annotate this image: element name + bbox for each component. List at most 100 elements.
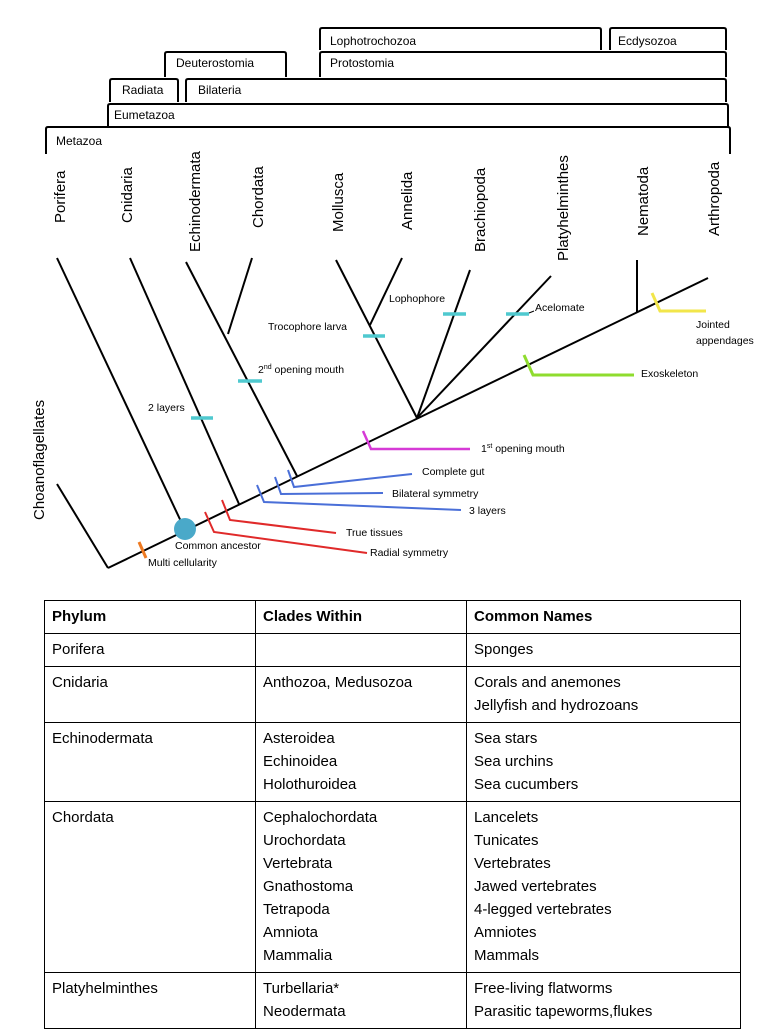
cladogram: Lophotrochozoa Ecdysozoa Deuterostomia P… — [31, 27, 754, 569]
cell-common-names: Sponges — [466, 633, 741, 667]
clade-name: Holothuroidea — [263, 776, 357, 793]
common-name: Amniotes — [474, 924, 537, 941]
cell-clades-within — [255, 633, 467, 667]
bilateria-bracket — [185, 78, 727, 102]
cell-phylum: Porifera — [44, 633, 256, 667]
common-name: Mammals — [474, 947, 540, 964]
branch-cnidaria — [129, 257, 240, 505]
common-name: Jellyfish and hydrozoans — [474, 697, 639, 714]
table-row: Cnidaria Anthozoa, Medusozoa Corals and an… — [44, 666, 741, 723]
cell-phylum: Cnidaria — [44, 666, 256, 723]
marker-multicellularity — [137, 541, 148, 559]
branch-deuterostome — [185, 261, 298, 477]
clade-name: Turbellaria* — [263, 980, 340, 997]
marker-exoskeleton — [522, 354, 634, 377]
bilateria-label: Bilateria — [198, 83, 242, 97]
phylum-platyhelminthes: Platyhelminthes — [555, 155, 572, 261]
marker-radial-symmetry — [204, 511, 368, 554]
common-name: Tunicates — [474, 832, 539, 849]
lophotrochozoa-label: Lophotrochozoa — [330, 34, 416, 48]
trait-markers: 2 layers 2nd opening mouth Trocophore la… — [137, 292, 754, 569]
label-3-layers: 3 layers — [469, 505, 506, 517]
common-name: Free-living flatworms — [474, 980, 613, 997]
branch-porifera — [56, 257, 186, 531]
phylum-brachiopoda: Brachiopoda — [472, 167, 489, 252]
common-name: Jawed vertebrates — [474, 878, 597, 895]
metazoa-label: Metazoa — [56, 134, 102, 148]
branch-brachiopoda — [416, 269, 471, 419]
common-name: Sea cucumbers — [474, 776, 579, 793]
clade-name: Anthozoa, Medusozoa — [263, 674, 413, 691]
branch-choanoflagellates — [56, 483, 109, 569]
marker-bilateral — [274, 476, 384, 496]
label-acelomate: Acelomate — [535, 302, 585, 314]
branch-chordata — [227, 257, 253, 335]
leader-acelomate — [528, 310, 535, 314]
radiata-label: Radiata — [122, 83, 164, 97]
phylum-labels: Porifera Cnidaria Echinodermata Chordata… — [31, 150, 723, 520]
cell-phylum: Echinodermata — [44, 722, 256, 802]
label-multicellularity: Multi cellularity — [148, 557, 218, 569]
common-name: 4-legged vertebrates — [474, 901, 612, 918]
label-radial-symmetry: Radial symmetry — [370, 547, 449, 559]
branch-mollusca — [335, 259, 418, 419]
lophotrochozoa-bracket — [319, 27, 602, 50]
marker-1st-mouth — [361, 430, 470, 451]
label-1st-mouth: 1st opening mouth — [481, 443, 565, 455]
main-spine — [107, 277, 709, 569]
marker-jointed-appendages — [650, 292, 706, 313]
label-jointed-1: Jointed — [696, 319, 730, 331]
phylum-arthropoda: Arthropoda — [706, 161, 723, 236]
clade-name: Echinoidea — [263, 753, 338, 770]
table-header-row: Phylum Clades Within Common Names — [44, 600, 741, 634]
clade-brackets: Lophotrochozoa Ecdysozoa Deuterostomia P… — [45, 27, 731, 154]
clade-name: Amniota — [263, 924, 319, 941]
branch-annelida — [369, 257, 403, 326]
common-name: Vertebrates — [474, 855, 551, 872]
eumetazoa-bracket — [107, 103, 729, 128]
branch-platyhelminthes — [416, 275, 552, 419]
protostomia-bracket — [319, 51, 727, 77]
common-name: Corals and anemones — [474, 674, 621, 691]
deuterostomia-label: Deuterostomia — [176, 56, 254, 70]
phylum-chordata: Chordata — [250, 166, 267, 228]
phylum-cnidaria: Cnidaria — [119, 166, 136, 223]
eumetazoa-label: Eumetazoa — [114, 108, 175, 122]
label-jointed-2: appendages — [696, 335, 754, 347]
phylum-nematoda: Nematoda — [635, 166, 652, 236]
common-name: Sea stars — [474, 730, 538, 747]
cell-clades-within: Anthozoa, Medusozoa — [255, 666, 467, 723]
label-2nd-mouth: 2nd opening mouth — [258, 364, 344, 376]
clade-name: Urochordata — [263, 832, 346, 849]
outgroup-choanoflagellates: Choanoflagellates — [31, 400, 48, 520]
clade-name: Asteroidea — [263, 730, 335, 747]
protostomia-label: Protostomia — [330, 56, 394, 70]
header-common-names: Common Names — [466, 600, 741, 634]
ecdysozoa-label: Ecdysozoa — [618, 34, 677, 48]
marker-3-layers — [256, 484, 462, 511]
label-trocophore: Trocophore larva — [268, 321, 347, 333]
marker-complete-gut — [287, 469, 413, 489]
header-phylum: Phylum — [44, 600, 256, 634]
common-name: Lancelets — [474, 809, 539, 826]
label-2-layers: 2 layers — [148, 402, 185, 414]
ecdysozoa-bracket — [609, 27, 727, 50]
phylum-annelida: Annelida — [399, 171, 416, 230]
cell-clades-within: Turbellaria*Neodermata — [255, 972, 467, 1029]
radiata-bracket — [109, 78, 179, 102]
marker-true-tissues — [221, 499, 337, 534]
header-clades-within: Clades Within — [255, 600, 467, 634]
clade-name: Tetrapoda — [263, 901, 330, 918]
clade-name: Mammalia — [263, 947, 333, 964]
common-name: Sponges — [474, 641, 534, 658]
label-exoskeleton: Exoskeleton — [641, 368, 698, 380]
